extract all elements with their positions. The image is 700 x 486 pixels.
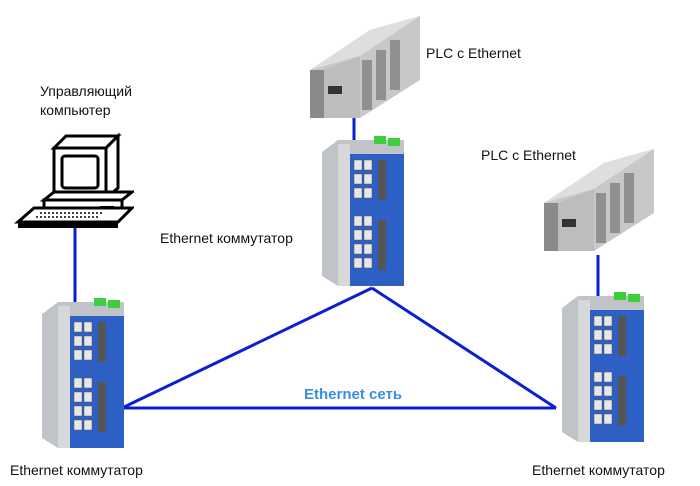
- link-top-right: [371, 286, 557, 410]
- switch-right-device[interactable]: [558, 292, 646, 447]
- plc-right-device[interactable]: [534, 143, 659, 253]
- plc-top-label: PLC с Ethernet: [426, 45, 521, 61]
- pc-label-line1: Управляющий: [40, 83, 132, 99]
- switch-right-label: Ethernet коммутатор: [532, 462, 665, 478]
- switch-left-device[interactable]: [38, 298, 126, 453]
- switch-top-label: Ethernet коммутатор: [160, 230, 293, 246]
- switch-top-device[interactable]: [318, 136, 406, 291]
- pc-label: Управляющий компьютер: [40, 82, 132, 120]
- network-label: Ethernet сеть: [304, 386, 403, 403]
- pc-label-line2: компьютер: [40, 102, 111, 118]
- link-top-left: [121, 286, 373, 410]
- plc-top-device[interactable]: [300, 10, 425, 120]
- computer-icon[interactable]: [14, 128, 134, 228]
- plc-right-label: PLC с Ethernet: [481, 147, 576, 163]
- switch-left-label: Ethernet коммутатор: [10, 462, 143, 478]
